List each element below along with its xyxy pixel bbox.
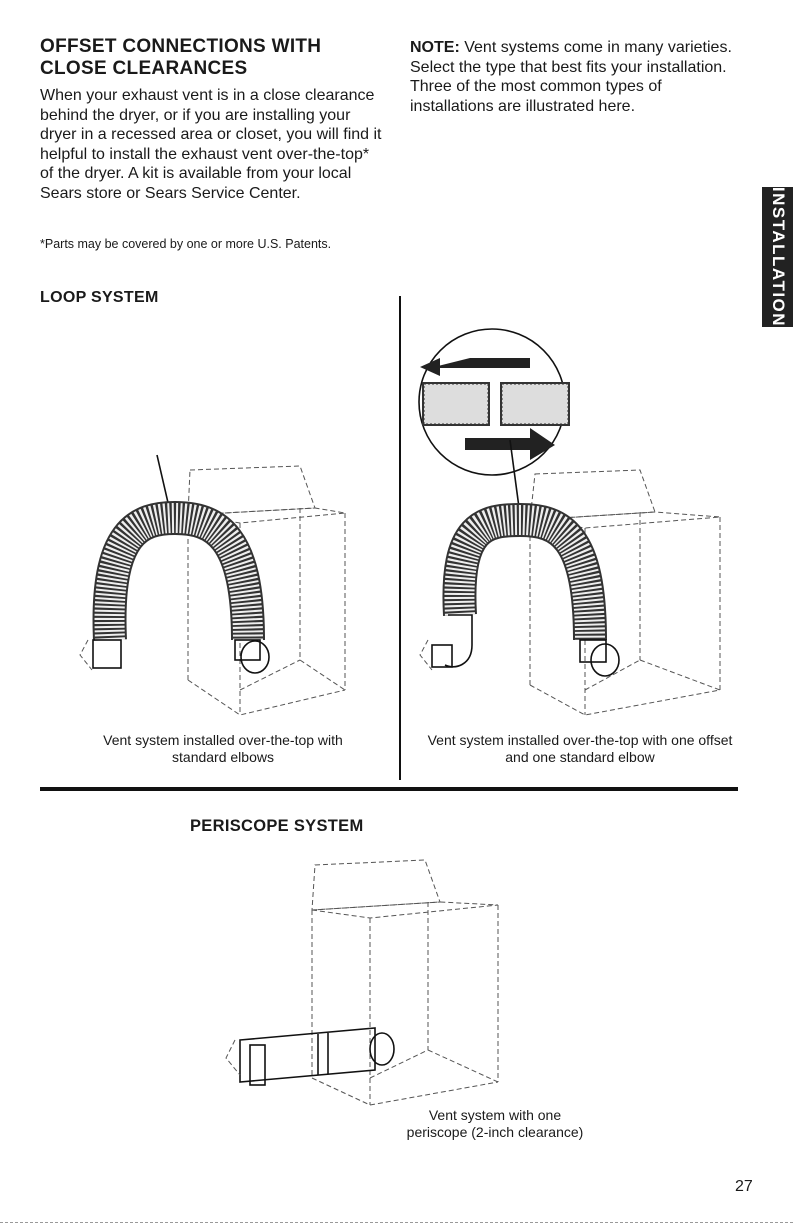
periscope-system-heading: PERISCOPE SYSTEM xyxy=(190,817,364,835)
note-label: NOTE: xyxy=(410,39,460,56)
page-number: 27 xyxy=(735,1178,753,1195)
periscope-caption: Vent system with one periscope (2-inch c… xyxy=(406,1107,584,1140)
body-paragraph: When your exhaust vent is in a close cle… xyxy=(40,87,382,202)
section-divider xyxy=(40,787,738,791)
column-divider xyxy=(399,296,401,780)
loop-left-caption: Vent system installed over-the-top with … xyxy=(103,732,343,765)
patent-footnote: *Parts may be covered by one or more U.S… xyxy=(40,237,332,251)
loop-right-caption: Vent system installed over-the-top with … xyxy=(427,732,733,765)
installation-tab: INSTALLATION xyxy=(762,187,793,327)
note-paragraph: NOTE: Vent systems come in many varietie… xyxy=(410,38,740,116)
loop-system-heading: LOOP SYSTEM xyxy=(40,289,159,306)
note-text: Vent systems come in many varieties. Sel… xyxy=(410,39,732,115)
bottom-edge-line xyxy=(0,1222,793,1223)
section-heading: OFFSET CONNECTIONS WITH CLOSE CLEARANCES xyxy=(40,36,322,79)
